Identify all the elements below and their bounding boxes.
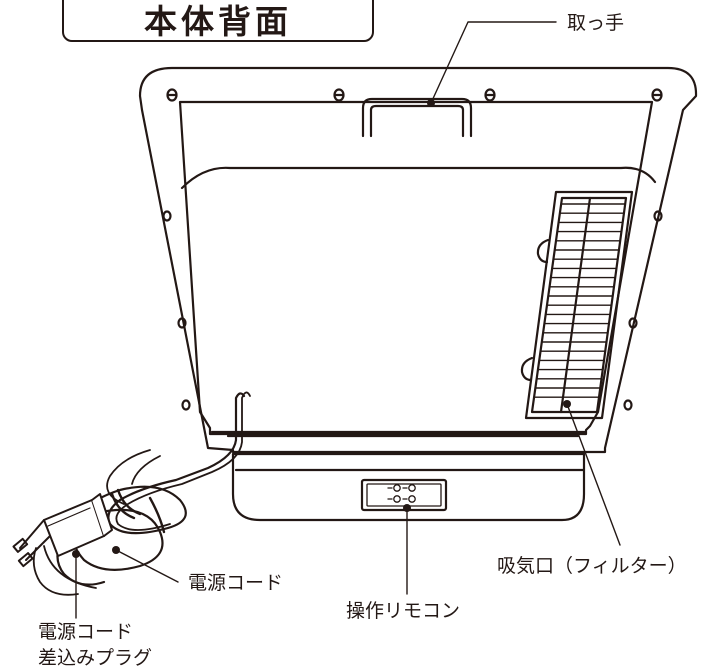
screw-left-1 — [162, 210, 172, 222]
leader-handle — [430, 21, 557, 104]
intake-vent — [520, 190, 634, 420]
remote-base — [231, 452, 586, 522]
label-plug-line2: 差込みプラグ — [38, 647, 153, 669]
screw-right-3 — [623, 399, 633, 411]
label-intake-filter: 吸気口（フィルター） — [497, 555, 687, 577]
body-outline — [138, 66, 698, 454]
label-remote-panel: 操作リモコン — [346, 600, 461, 622]
screw-right-1 — [653, 210, 663, 222]
leader-lines — [75, 21, 621, 619]
vent-slats — [534, 203, 625, 398]
leader-dots — [72, 99, 571, 558]
dot-plug — [72, 550, 80, 558]
screw-set — [162, 88, 663, 411]
screw-left-2 — [177, 317, 187, 329]
panel-bottom-edge — [210, 430, 587, 438]
label-handle: 取っ手 — [567, 12, 625, 34]
remote-buttons — [387, 484, 416, 503]
vent-clip-lower — [520, 356, 534, 382]
power-cord — [56, 392, 246, 586]
handle — [361, 97, 473, 138]
label-power-cord: 電源コード — [188, 572, 284, 594]
vent-clip-upper — [536, 238, 550, 264]
dot-remote — [403, 504, 411, 512]
panel-top-curve — [180, 166, 657, 190]
label-plug-line1: 電源コード — [38, 621, 134, 643]
title-box: 本体背面 — [62, 0, 374, 42]
leader-cord — [115, 549, 179, 583]
dot-intake — [563, 400, 571, 408]
dot-cord — [112, 546, 120, 554]
screw-left-3 — [181, 399, 191, 411]
diagram-title: 本体背面 — [144, 2, 292, 41]
screw-right-2 — [628, 317, 638, 329]
leader-intake — [566, 403, 621, 546]
power-plug — [12, 493, 113, 568]
dot-handle — [427, 99, 435, 107]
cord-tie — [110, 488, 166, 534]
